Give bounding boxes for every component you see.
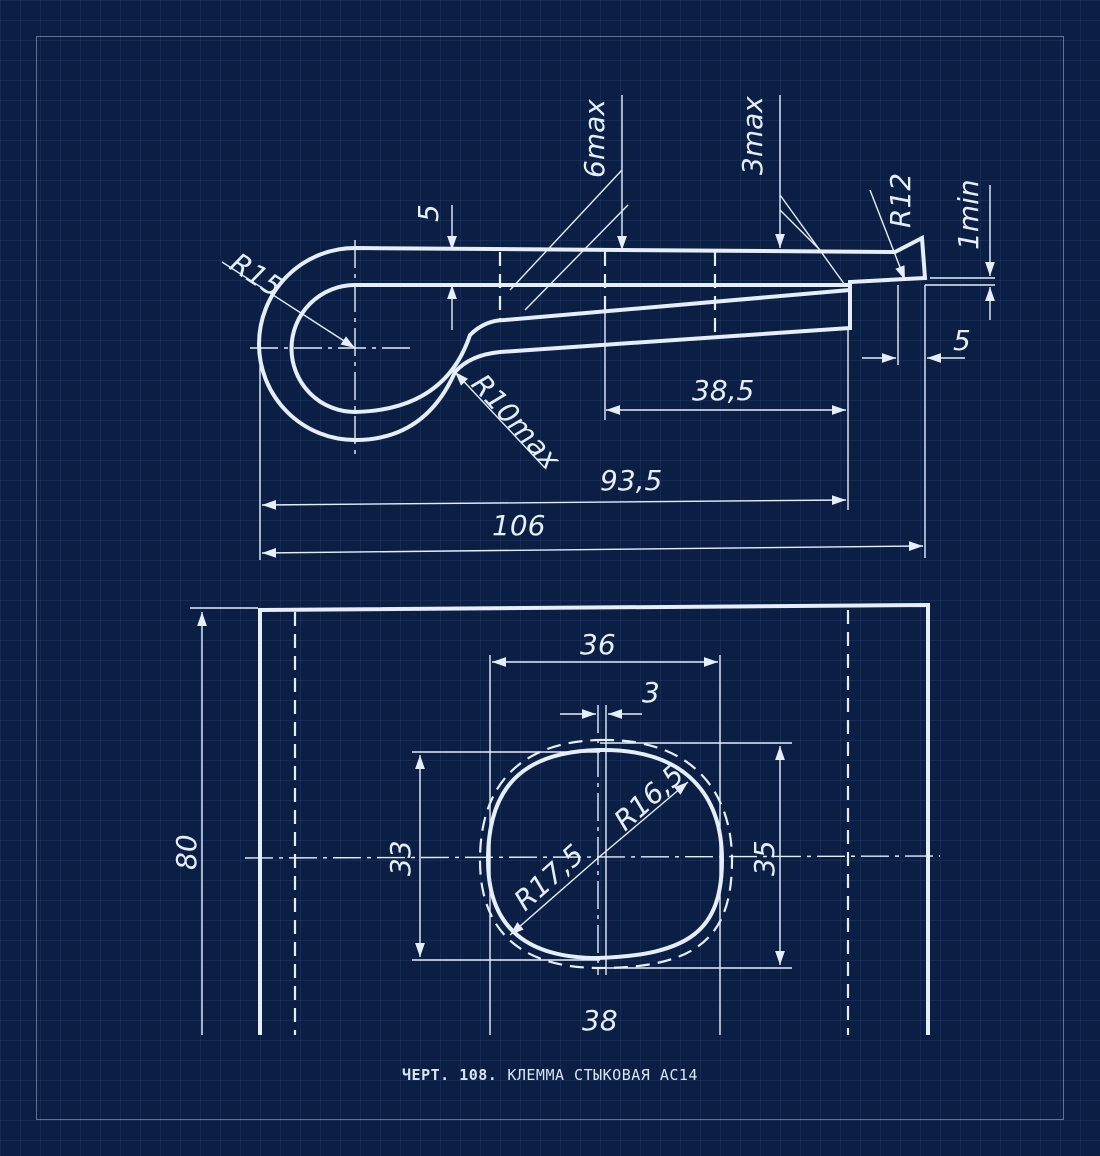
dim-38: 38 bbox=[582, 1004, 618, 1037]
dim-33: 33 bbox=[384, 840, 417, 876]
dim-r16-5: R16,5 bbox=[608, 758, 691, 837]
clamp-inner-contour bbox=[289, 283, 851, 415]
dim-1min: 1min bbox=[952, 179, 985, 250]
leader-3max bbox=[779, 194, 846, 286]
side-view: R15 5 6max 3max R12 1min R10max 38,5 5 bbox=[221, 95, 995, 560]
hole-outline bbox=[485, 747, 725, 961]
dim-36: 36 bbox=[580, 628, 616, 661]
center-line-horizontal bbox=[244, 855, 941, 859]
dim-106: 106 bbox=[492, 509, 545, 542]
dim-38-5: 38,5 bbox=[692, 374, 754, 407]
dim-line-106 bbox=[261, 541, 924, 558]
dim-r12: R12 bbox=[884, 173, 917, 228]
leader-r15 bbox=[221, 261, 356, 349]
leader-6max bbox=[524, 204, 629, 311]
leader-r12 bbox=[869, 189, 906, 281]
caption-title: КЛЕММА СТЫКОВАЯ АС14 bbox=[507, 1066, 698, 1084]
dim-6max: 6max bbox=[578, 99, 611, 178]
dim-93-5: 93,5 bbox=[600, 464, 662, 497]
leader-r10max bbox=[454, 371, 546, 469]
leader-6max bbox=[509, 169, 623, 291]
dim-35: 35 bbox=[748, 840, 781, 876]
caption-number: ЧЕРТ. 108. bbox=[402, 1066, 498, 1084]
dim-3max: 3max bbox=[736, 96, 769, 175]
dim-thickness-5: 5 bbox=[412, 204, 445, 222]
drawing-frame bbox=[36, 36, 1064, 1120]
plan-view: R16,5 R17,5 36 3 33 35 80 38 bbox=[170, 602, 941, 1037]
drawing-caption: ЧЕРТ. 108. КЛЕММА СТЫКОВАЯ АС14 bbox=[0, 1066, 1100, 1084]
dim-r10max: R10max bbox=[465, 368, 567, 477]
leader-3max bbox=[779, 209, 821, 251]
dim-80: 80 bbox=[170, 834, 203, 870]
dim-line-93-5 bbox=[261, 495, 847, 510]
dim-r15: R15 bbox=[224, 246, 288, 304]
clamp-outer-contour bbox=[257, 234, 928, 443]
dim-r17-5: R17,5 bbox=[508, 838, 591, 917]
leader-r16-5 bbox=[597, 781, 689, 859]
dim-5b: 5 bbox=[953, 324, 971, 357]
dim-3: 3 bbox=[642, 676, 660, 709]
leader-r17-5 bbox=[509, 857, 599, 936]
plate-outline bbox=[258, 602, 930, 1035]
